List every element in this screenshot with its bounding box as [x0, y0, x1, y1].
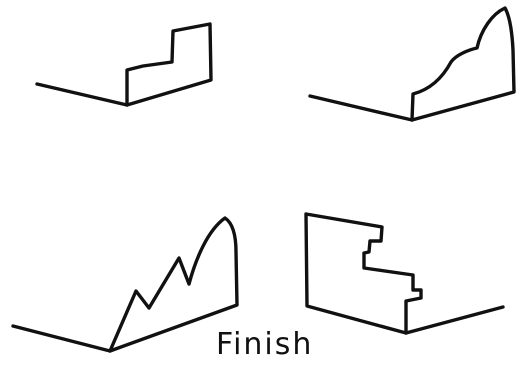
curved-molding-outline — [410, 6, 516, 122]
curved-molding-profile — [308, 6, 516, 122]
zigzag-profile — [11, 216, 239, 353]
curved-molding-baseline — [308, 94, 414, 122]
zigzag-outline — [108, 216, 239, 353]
notched-block-profile — [304, 212, 505, 335]
square-step-outline — [125, 22, 213, 107]
square-step-baseline — [35, 82, 129, 107]
square-step-profile — [35, 22, 213, 107]
zigzag-baseline — [11, 324, 112, 353]
notched-block-baseline — [404, 305, 505, 335]
notched-block-outline — [304, 212, 423, 335]
finish-caption: Finish — [216, 327, 314, 362]
